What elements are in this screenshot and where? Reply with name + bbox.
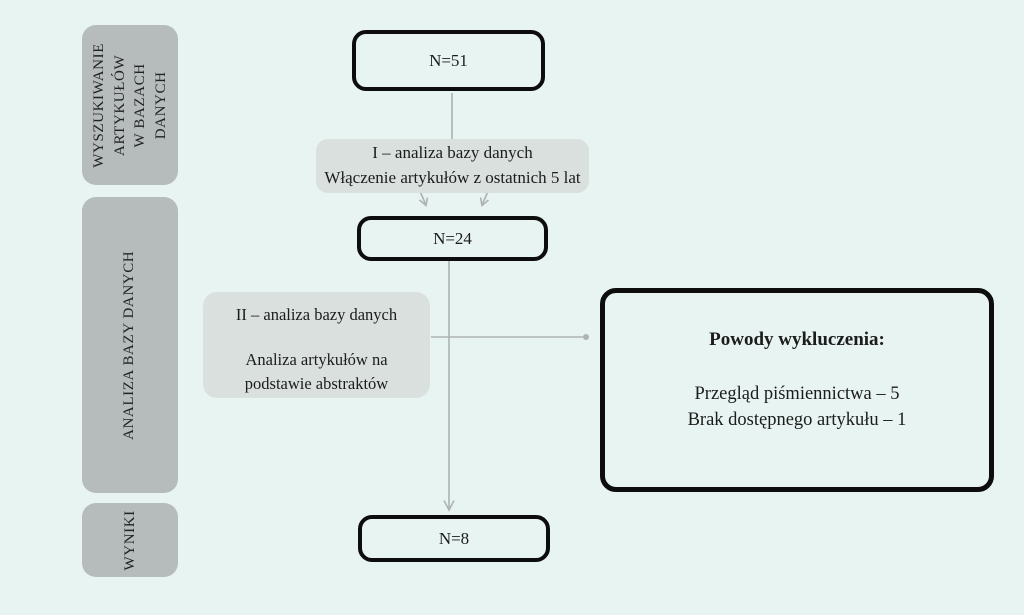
node-n8: N=8 <box>358 515 550 562</box>
node-n24: N=24 <box>357 216 548 261</box>
node-n24-label: N=24 <box>433 228 472 248</box>
connector-step2-exclusion-endpoint <box>583 334 589 340</box>
node-n51: N=51 <box>352 30 545 91</box>
stage-panel-analysis-label: ANALIZA BAZY DANYCH <box>121 250 138 440</box>
node-step1-analysis: I – analiza bazy danych Włączenie artyku… <box>316 139 589 193</box>
step1-line2: Włączenie artykułów z ostatnich 5 lat <box>324 168 581 187</box>
step2-line2: Analiza artykułów na <box>245 349 388 369</box>
node-n51-label: N=51 <box>429 50 468 70</box>
step2-line3: podstawie abstraktów <box>244 373 389 393</box>
exclusion-title: Powody wykluczenia: <box>709 329 885 350</box>
exclusion-item: Brak dostępnego artykułu – 1 <box>687 409 907 430</box>
step1-line1: I – analiza bazy danych <box>372 143 533 163</box>
node-exclusion-reasons: Powody wykluczenia: Przegląd piśmiennict… <box>600 288 994 492</box>
node-n8-label: N=8 <box>438 528 470 548</box>
step2-line1: II – analiza bazy danych <box>235 305 398 324</box>
connector-n24-n8-arrowhead <box>443 500 455 512</box>
step2-spacer <box>203 327 430 348</box>
stage-panel-search: WYSZUKIWANIE ARTYKUŁÓW W BAZACH DANYCH <box>82 25 178 185</box>
exclusion-item: Przegląd piśmiennictwa – 5 <box>694 384 900 404</box>
node-step2-analysis: II – analiza bazy danych Analiza artykuł… <box>203 292 430 398</box>
stage-panel-analysis: ANALIZA BAZY DANYCH <box>82 197 178 493</box>
exclusion-spacer <box>605 351 989 382</box>
stage-panel-results-label: WYNIKI <box>121 509 138 571</box>
stage-panel-search-label: WYSZUKIWANIE ARTYKUŁÓW W BAZACH DANYCH <box>90 42 169 168</box>
stage-panel-results: WYNIKI <box>82 503 178 577</box>
